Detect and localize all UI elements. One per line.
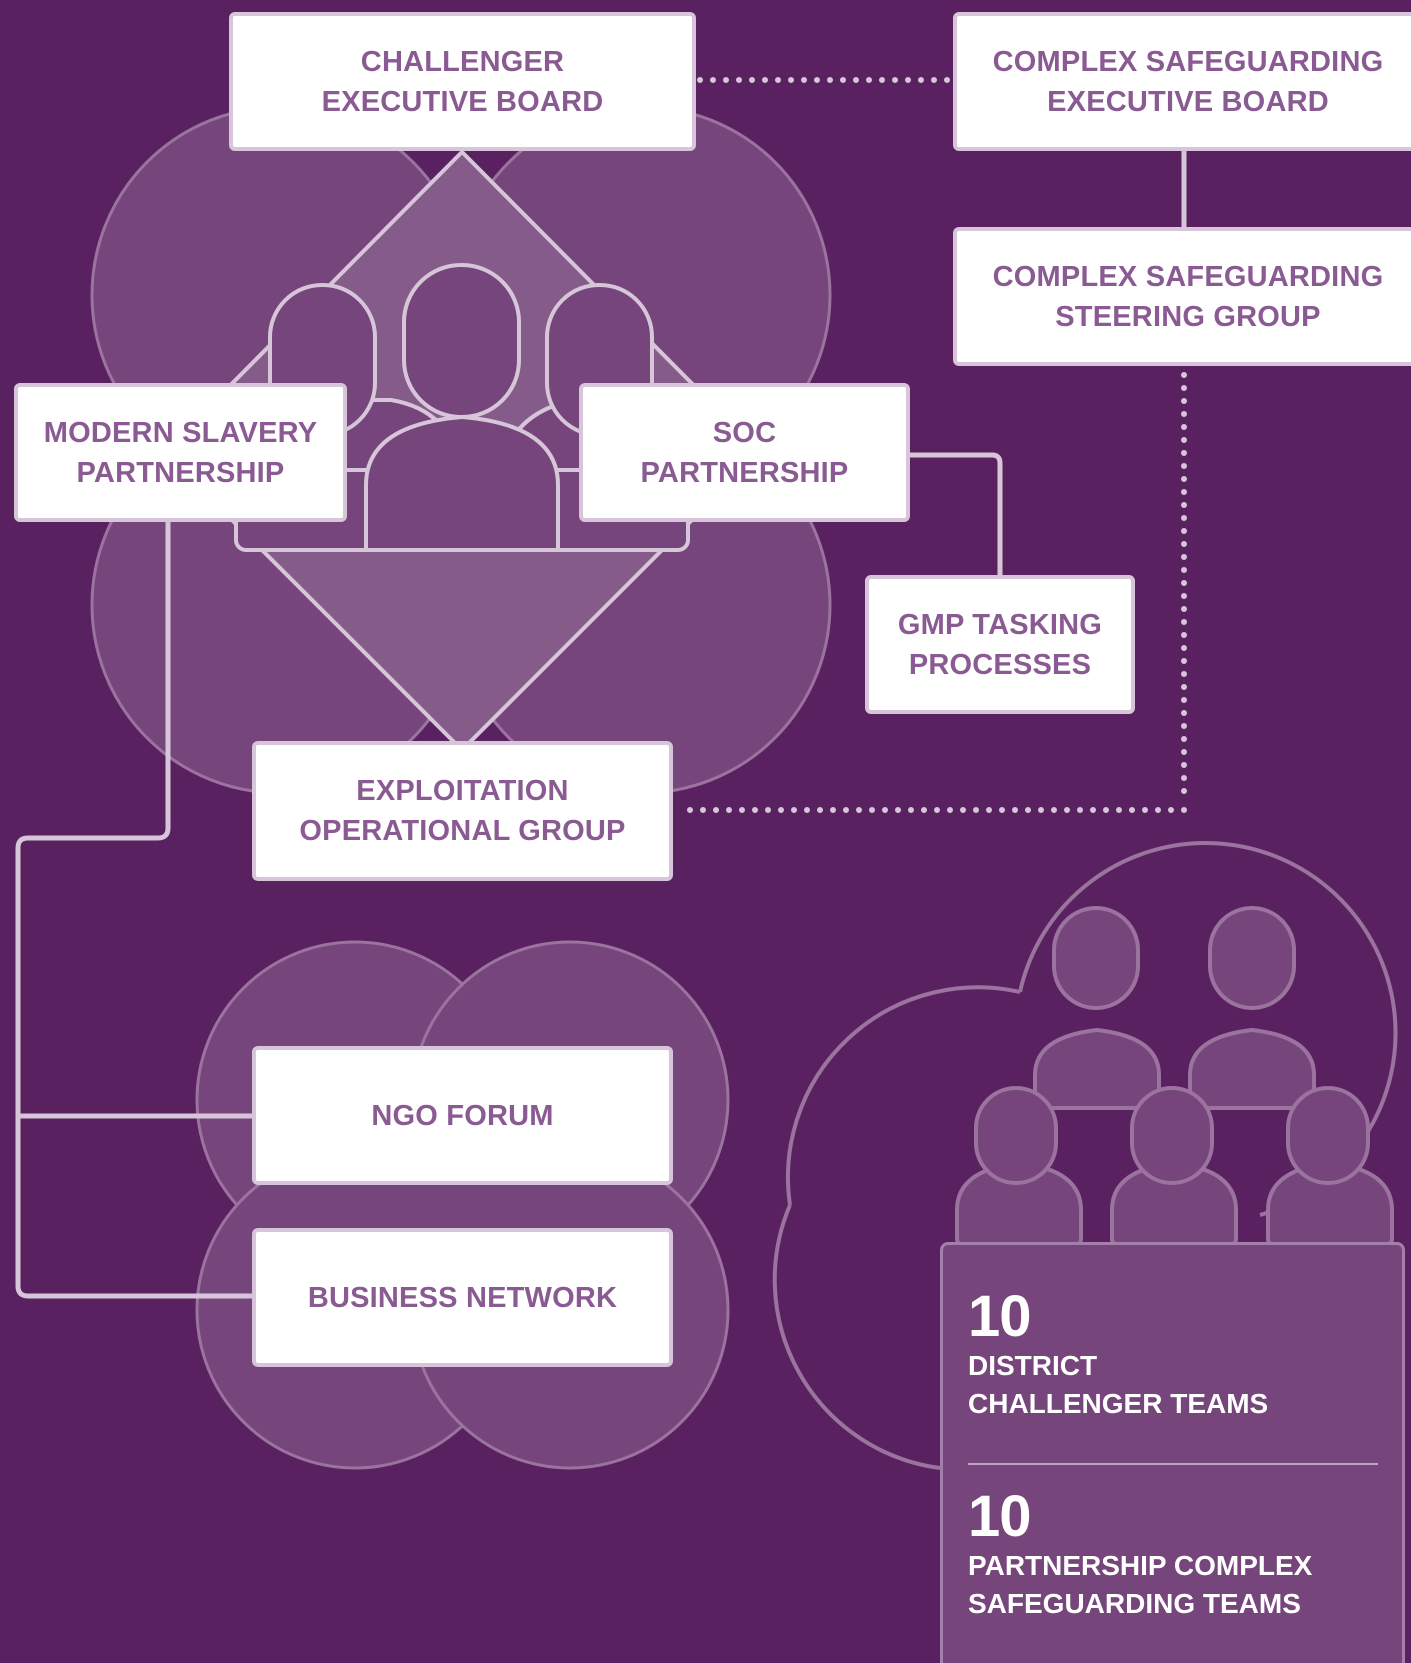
node-line: EXPLOITATION — [356, 775, 569, 807]
node-line: EXECUTIVE BOARD — [1047, 85, 1329, 118]
challenger-executive-board: CHALLENGER EXECUTIVE BOARD — [229, 12, 696, 151]
node-line: PARTNERSHIP — [76, 456, 285, 489]
solid-connectors — [15, 148, 1187, 1299]
district-teams-label-line: DISTRICT — [968, 1350, 1098, 1381]
partnership-teams-label-line: SAFEGUARDING TEAMS — [968, 1588, 1301, 1619]
node-line: COMPLEX SAFEGUARDING — [992, 260, 1384, 293]
node-line: COMPLEX SAFEGUARDING — [992, 45, 1384, 78]
teams-panel: 10 DISTRICT CHALLENGER TEAMS 10 PARTNERS… — [940, 1242, 1405, 1663]
team-people-icon — [955, 906, 1394, 1248]
district-teams-label-line: CHALLENGER TEAMS — [968, 1388, 1269, 1419]
partnership-teams-count: 10 — [968, 1484, 1032, 1549]
node-label: BUSINESS NETWORK — [307, 1281, 618, 1314]
node-label: NGO FORUM — [371, 1099, 554, 1132]
partnership-teams-label-line: PARTNERSHIP COMPLEX — [968, 1550, 1313, 1581]
node-line: PARTNERSHIP — [640, 456, 849, 489]
exploitation-operational-group: EXPLOITATION OPERATIONAL GROUP — [252, 741, 673, 881]
complex-safeguarding-steering-group: COMPLEX SAFEGUARDING STEERING GROUP — [953, 227, 1411, 366]
node-line: EXECUTIVE BOARD — [321, 85, 604, 118]
partnership-teams-stat: 10 PARTNERSHIP COMPLEX SAFEGUARDING TEAM… — [968, 1487, 1312, 1623]
node-line: STEERING GROUP — [1055, 300, 1321, 333]
dotted-connectors — [677, 77, 1187, 813]
modern-slavery-partnership: MODERN SLAVERY PARTNERSHIP — [14, 383, 347, 522]
district-teams-stat: 10 DISTRICT CHALLENGER TEAMS — [968, 1287, 1268, 1423]
node-line: MODERN SLAVERY — [43, 416, 318, 449]
node-line: GMP TASKING — [897, 608, 1103, 641]
complex-safeguarding-executive-board: COMPLEX SAFEGUARDING EXECUTIVE BOARD — [953, 12, 1411, 151]
node-line: PROCESSES — [908, 648, 1092, 681]
node-line: OPERATIONAL GROUP — [299, 815, 626, 847]
ngo-forum: NGO FORUM — [252, 1046, 673, 1185]
district-teams-count: 10 — [968, 1284, 1032, 1349]
node-line: CHALLENGER — [360, 45, 565, 78]
node-line: SOC — [712, 416, 777, 449]
business-network: BUSINESS NETWORK — [252, 1228, 673, 1367]
panel-divider — [968, 1463, 1378, 1465]
soc-partnership: SOC PARTNERSHIP — [579, 383, 910, 522]
gmp-tasking-processes: GMP TASKING PROCESSES — [865, 575, 1135, 714]
